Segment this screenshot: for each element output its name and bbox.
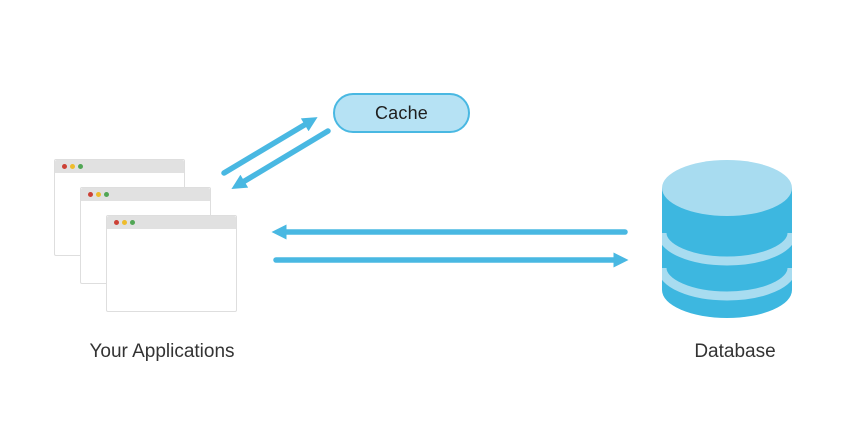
app-window-3 xyxy=(106,215,237,312)
window-titlebar xyxy=(107,216,236,229)
database-body xyxy=(662,188,792,318)
window-dot-red-icon xyxy=(88,192,93,197)
window-titlebar xyxy=(55,160,184,173)
cache-label: Cache xyxy=(374,102,429,123)
arrow-apps-to-cache xyxy=(221,117,318,176)
applications-label: Your Applications xyxy=(89,341,235,362)
database-band-1 xyxy=(662,232,792,266)
arrow-cache-to-apps xyxy=(231,128,331,189)
window-dot-green-icon xyxy=(78,164,83,169)
cache-node: Cache xyxy=(333,93,470,133)
window-dot-green-icon xyxy=(130,220,135,225)
window-dot-red-icon xyxy=(62,164,67,169)
window-dot-yellow-icon xyxy=(96,192,101,197)
database-band-2 xyxy=(662,267,792,301)
database-top-ellipse xyxy=(662,160,792,216)
database-icon xyxy=(662,160,792,318)
window-dot-green-icon xyxy=(104,192,109,197)
window-dot-red-icon xyxy=(114,220,119,225)
database-label: Database xyxy=(694,341,776,362)
window-dot-yellow-icon xyxy=(70,164,75,169)
window-titlebar xyxy=(81,188,210,201)
window-dot-yellow-icon xyxy=(122,220,127,225)
